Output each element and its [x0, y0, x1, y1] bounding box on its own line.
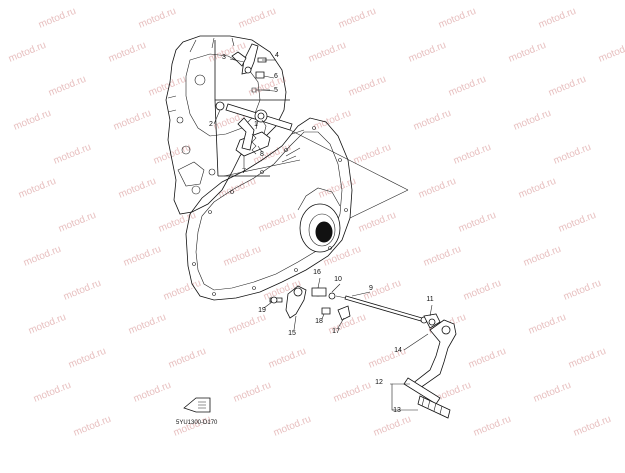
watermark-text: motod.ru: [522, 244, 563, 269]
watermark-text: motod.ru: [572, 414, 613, 439]
inset-frame: [214, 40, 290, 177]
watermark-text: motod.ru: [562, 278, 603, 303]
watermark-text: motod.ru: [337, 6, 378, 31]
callout-16: 16: [313, 269, 321, 276]
watermark-text: motod.ru: [332, 380, 373, 405]
watermark-text: motod.ru: [352, 142, 393, 167]
watermark-text: motod.ru: [532, 380, 573, 405]
watermark-text: motod.ru: [157, 210, 198, 235]
watermark-text: motod.ru: [232, 380, 273, 405]
watermark-text: motod.ru: [112, 108, 153, 133]
callout-9: 9: [369, 285, 373, 292]
watermark-text: motod.ru: [27, 312, 68, 337]
watermark-text: motod.ru: [457, 210, 498, 235]
callout-19: 19: [258, 307, 266, 314]
watermark-text: motod.ru: [452, 142, 493, 167]
watermark-text: motod.ru: [597, 40, 625, 65]
watermark-text: motod.ru: [37, 6, 78, 31]
callout-11: 11: [426, 296, 433, 303]
callout-5: 5: [274, 87, 278, 94]
watermark-text: motod.ru: [467, 346, 508, 371]
watermark-text: motod.ru: [447, 74, 488, 99]
callout-13: 13: [393, 407, 401, 414]
diagram-code: 5YU1300-D170: [176, 420, 218, 426]
watermark-text: motod.ru: [357, 210, 398, 235]
watermark-text: motod.ru: [237, 6, 278, 31]
watermark-text: motod.ru: [517, 176, 558, 201]
watermark-text: motod.ru: [107, 40, 148, 65]
watermark-text: motod.ru: [52, 142, 93, 167]
watermark-text: motod.ru: [257, 210, 298, 235]
watermark-text: motod.ru: [117, 176, 158, 201]
front-arrow-icon: [183, 397, 211, 413]
watermark-text: motod.ru: [272, 414, 313, 439]
callout-15: 15: [288, 330, 296, 337]
watermark-text: motod.ru: [537, 6, 578, 31]
callout-18: 18: [315, 318, 323, 325]
watermark-text: motod.ru: [372, 414, 413, 439]
callout-7: 7: [242, 168, 246, 175]
watermark-text: motod.ru: [422, 244, 463, 269]
watermark-text: motod.ru: [132, 380, 173, 405]
callout-14: 14: [394, 347, 402, 354]
leader-lines: [213, 58, 433, 351]
watermark-text: motod.ru: [507, 40, 548, 65]
watermark-text: motod.ru: [307, 40, 348, 65]
callout-1: 1: [254, 121, 258, 128]
callout-17: 17: [332, 328, 340, 335]
callout-6: 6: [274, 73, 278, 80]
watermark-text: motod.ru: [227, 312, 268, 337]
watermark-text: motod.ru: [22, 244, 63, 269]
callout-4: 4: [275, 52, 279, 59]
watermark-text: motod.ru: [347, 74, 388, 99]
watermark-text: motod.ru: [417, 176, 458, 201]
watermark-text: motod.ru: [527, 312, 568, 337]
watermark-text: motod.ru: [247, 74, 288, 99]
watermark-text: motod.ru: [62, 278, 103, 303]
shift-pedal: [390, 319, 457, 419]
watermark-text: motod.ru: [47, 74, 88, 99]
watermark-text: motod.ru: [32, 380, 73, 405]
watermark-text: motod.ru: [267, 346, 308, 371]
watermark-text: motod.ru: [122, 244, 163, 269]
watermark-text: motod.ru: [137, 6, 178, 31]
callout-3: 3: [222, 54, 226, 61]
callout-12: 12: [375, 379, 383, 386]
projection-lines: [223, 129, 409, 219]
watermark-text: motod.ru: [462, 278, 503, 303]
watermark-text: motod.ru: [167, 346, 208, 371]
watermark-text: motod.ru: [407, 40, 448, 65]
side-cover: [185, 117, 353, 301]
watermark-text: motod.ru: [472, 414, 513, 439]
watermark-text: motod.ru: [547, 74, 588, 99]
callout-2: 2: [209, 121, 213, 128]
watermark-text: motod.ru: [552, 142, 593, 167]
watermark-text: motod.ru: [72, 414, 113, 439]
watermark-text: motod.ru: [67, 346, 108, 371]
watermark-text: motod.ru: [12, 108, 53, 133]
crankcase-outline: [165, 35, 287, 215]
shift-linkage: [269, 285, 441, 329]
watermark-text: motod.ru: [172, 414, 213, 439]
watermark-text: motod.ru: [437, 6, 478, 31]
watermark-text: motod.ru: [412, 108, 453, 133]
watermark-text: motod.ru: [127, 312, 168, 337]
watermark-text: motod.ru: [557, 210, 598, 235]
watermark-text: motod.ru: [567, 346, 608, 371]
callout-10: 10: [334, 276, 342, 283]
callout-8: 8: [260, 151, 264, 158]
watermark-text: motod.ru: [7, 40, 48, 65]
watermark-text: motod.ru: [512, 108, 553, 133]
watermark-text: motod.ru: [17, 176, 58, 201]
watermark-text: motod.ru: [57, 210, 98, 235]
watermark-text: motod.ru: [222, 244, 263, 269]
